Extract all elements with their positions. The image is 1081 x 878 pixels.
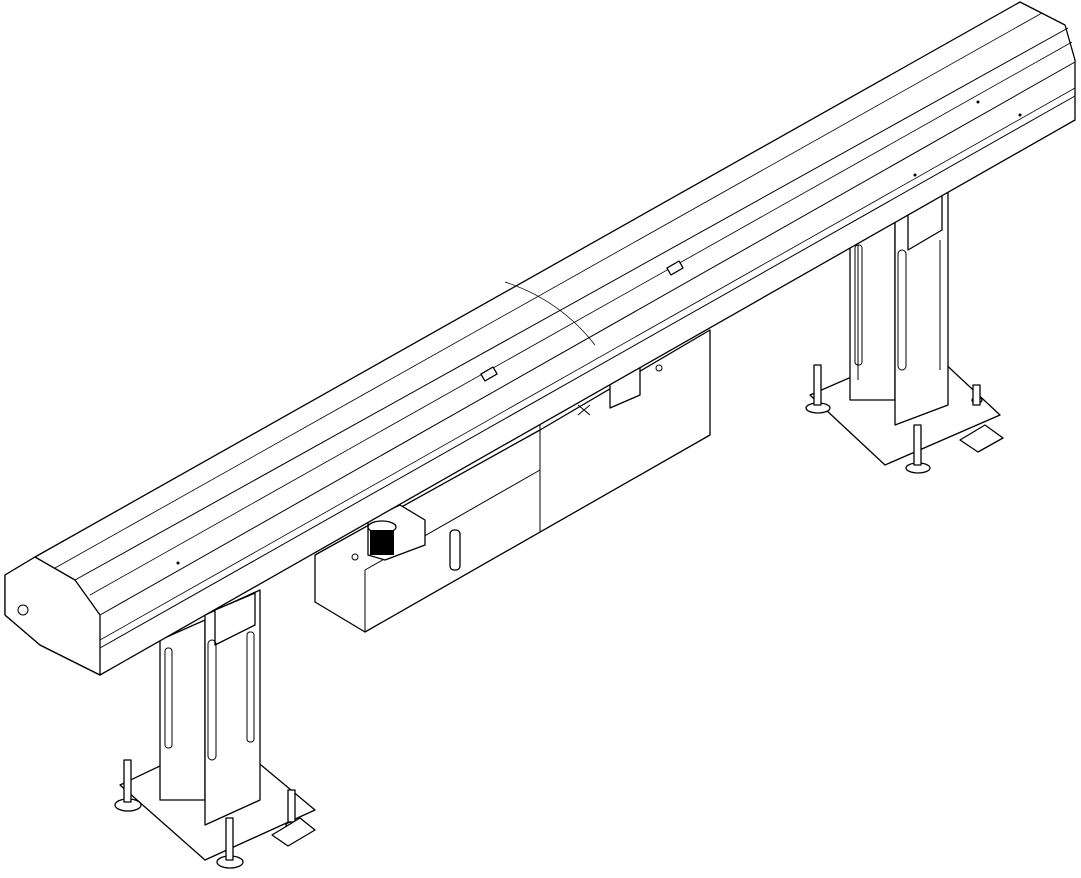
leveling-foot [114,759,299,869]
leveling-foot [805,364,983,474]
bar-feeder-body [4,1,1076,676]
front-support-leg [114,589,316,869]
rear-support-leg [805,189,1004,474]
